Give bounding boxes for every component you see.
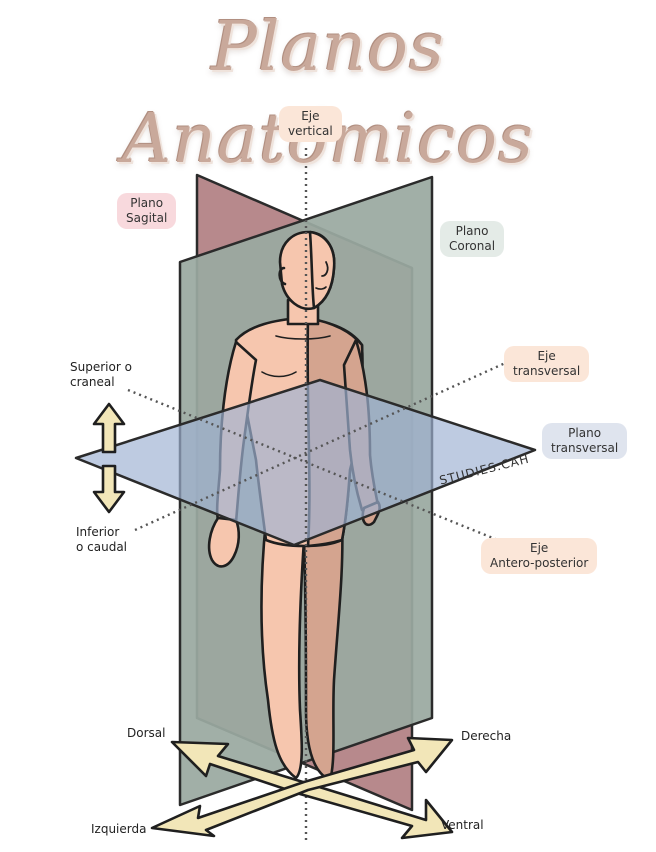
mouth — [315, 286, 327, 290]
arrow-down — [92, 464, 126, 514]
label-eje-vertical: Eje vertical — [279, 106, 342, 142]
label-eje-anteroposterior-line2: Antero-posterior — [490, 556, 589, 570]
label-ventral: Ventral — [441, 818, 484, 832]
label-izquierda: Izquierda — [91, 822, 147, 836]
label-plano-transversal: Plano transversal — [542, 423, 628, 459]
label-eje-anteroposterior: Eje Antero-posterior — [481, 538, 598, 574]
ear — [278, 266, 287, 286]
label-plano-coronal-line2: Coronal — [449, 239, 496, 253]
arrow-izquierda-derecha — [150, 736, 454, 838]
label-inferior: Inferior o caudal — [76, 525, 127, 555]
anteroposterior-axis — [127, 388, 511, 547]
collarbone — [275, 335, 331, 340]
label-plano-coronal-line1: Plano — [455, 224, 489, 238]
label-derecha: Derecha — [461, 729, 512, 743]
label-eje-transversal: Eje transversal — [504, 346, 590, 382]
left-leg — [260, 518, 306, 780]
face-shadow — [308, 230, 336, 310]
label-plano-coronal: Plano Coronal — [440, 221, 505, 257]
label-eje-transversal-line1: Eje — [537, 349, 556, 363]
label-inferior-line2: o caudal — [76, 540, 128, 554]
label-eje-anteroposterior-line1: Eje — [530, 541, 549, 555]
left-hand — [207, 516, 241, 568]
label-inferior-line1: Inferior — [76, 525, 120, 539]
label-eje-vertical-line1: Eje — [301, 109, 320, 123]
page-title: Planos Anatómicos — [122, 8, 533, 179]
label-plano-transversal-line2: transversal — [551, 441, 619, 455]
label-dorsal: Dorsal — [127, 726, 166, 740]
label-superior: Superior o craneal — [70, 360, 132, 390]
nose — [321, 261, 329, 277]
label-superior-line2: craneal — [70, 375, 115, 389]
label-plano-sagital-line2: Sagital — [126, 211, 168, 225]
label-eje-vertical-line2: vertical — [288, 124, 333, 138]
superior-inferior-arrow — [92, 402, 126, 514]
label-plano-sagital-line1: Plano — [130, 196, 164, 210]
label-eje-transversal-line2: transversal — [513, 364, 581, 378]
arrow-up — [92, 402, 126, 454]
label-plano-transversal-line1: Plano — [568, 426, 602, 440]
label-plano-sagital: Plano Sagital — [117, 193, 177, 229]
direction-arrows — [150, 736, 454, 840]
label-superior-line1: Superior o — [70, 360, 132, 374]
chest-line — [261, 371, 297, 378]
